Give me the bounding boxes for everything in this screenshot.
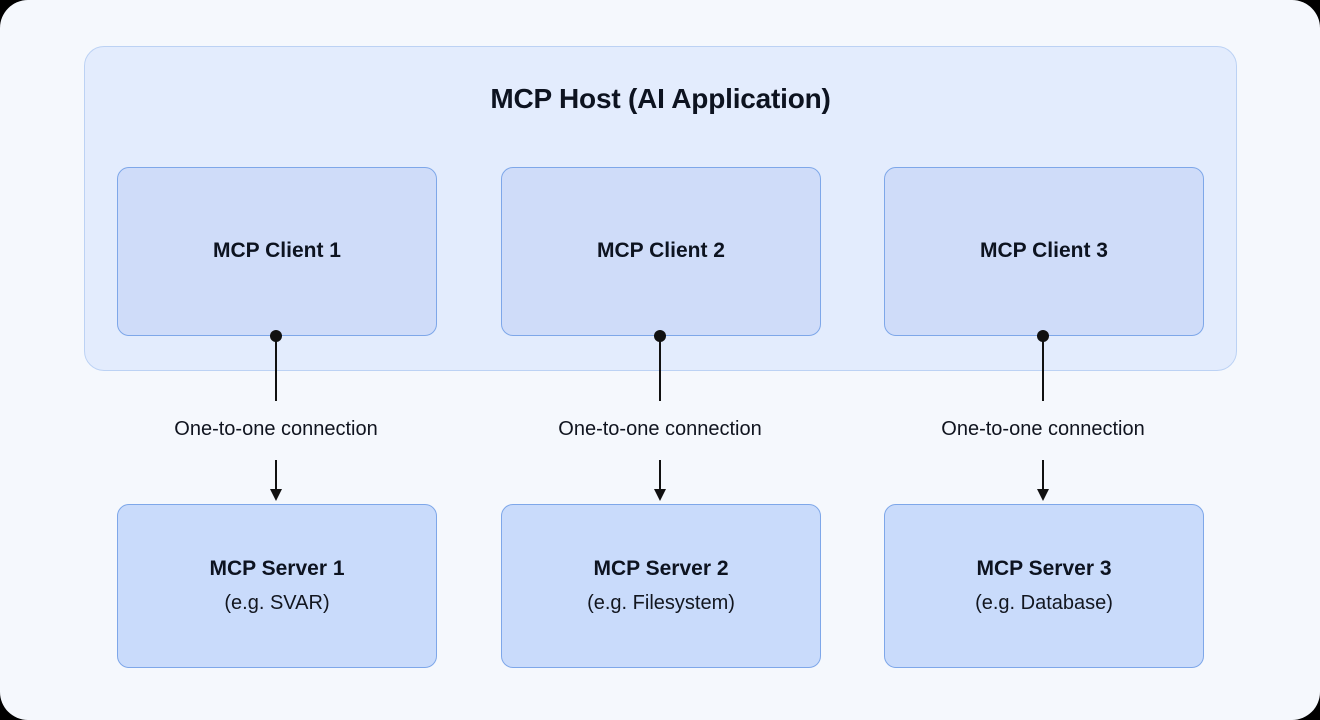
connection-2-label: One-to-one connection (558, 418, 762, 440)
connection-1-label: One-to-one connection (174, 418, 378, 440)
mcp-server-3-label: MCP Server 3 (976, 556, 1112, 580)
connector-line-lower (1042, 460, 1044, 490)
mcp-server-1-label: MCP Server 1 (209, 556, 345, 580)
connector-line-lower (275, 460, 277, 490)
connector-1: One-to-one connection (156, 330, 396, 510)
mcp-host-title: MCP Host (AI Application) (490, 83, 831, 114)
mcp-server-2-example: (e.g. Filesystem) (587, 592, 735, 615)
mcp-client-2-label: MCP Client 2 (597, 239, 725, 263)
arrow-down-icon (654, 489, 666, 501)
connector-line-lower (659, 460, 661, 490)
connector-3: One-to-one connection (923, 330, 1163, 510)
arrow-down-icon (1037, 489, 1049, 501)
connector-line-upper (275, 336, 277, 401)
mcp-server-1-box[interactable]: MCP Server 1 (e.g. SVAR) (117, 504, 437, 668)
mcp-server-2-label: MCP Server 2 (593, 556, 729, 580)
connector-2: One-to-one connection (540, 330, 780, 510)
mcp-client-3-label: MCP Client 3 (980, 239, 1108, 263)
arrow-down-icon (270, 489, 282, 501)
mcp-server-1-example: (e.g. SVAR) (224, 592, 330, 615)
mcp-client-1-box[interactable]: MCP Client 1 (117, 167, 437, 336)
connection-3-label: One-to-one connection (941, 418, 1145, 440)
mcp-server-3-box[interactable]: MCP Server 3 (e.g. Database) (884, 504, 1204, 668)
mcp-server-3-example: (e.g. Database) (975, 592, 1113, 615)
mcp-client-1-label: MCP Client 1 (213, 239, 341, 263)
connector-line-upper (659, 336, 661, 401)
mcp-server-2-box[interactable]: MCP Server 2 (e.g. Filesystem) (501, 504, 821, 668)
mcp-client-2-box[interactable]: MCP Client 2 (501, 167, 821, 336)
mcp-client-3-box[interactable]: MCP Client 3 (884, 167, 1204, 336)
connector-line-upper (1042, 336, 1044, 401)
